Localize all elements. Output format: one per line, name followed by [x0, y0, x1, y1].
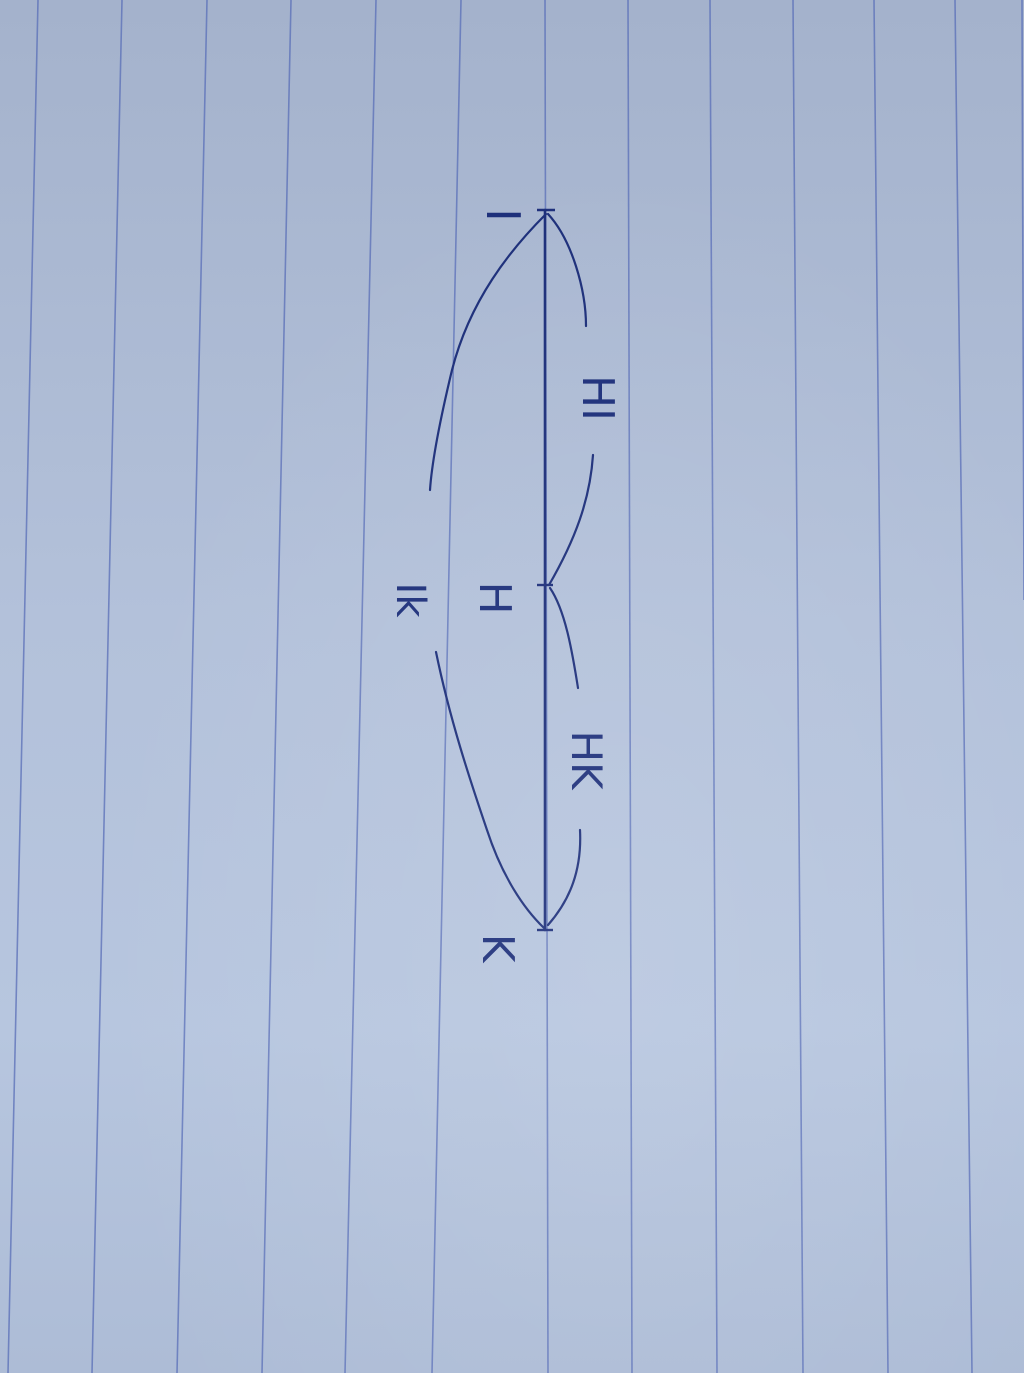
ik-brace-upper	[428, 212, 548, 492]
segment-label-hk: HK	[562, 730, 611, 791]
hi-brace-upper	[546, 212, 588, 328]
hi-brace-lower	[547, 453, 595, 587]
point-label-k: K	[472, 934, 523, 964]
ik-brace-lower	[434, 650, 546, 930]
point-label-i: I	[476, 208, 530, 222]
segment-label-ik: Ik	[387, 583, 433, 619]
hk-brace-lower	[546, 828, 582, 927]
point-label-h: H	[469, 581, 520, 614]
hk-brace-upper	[548, 586, 580, 690]
segment-label-hi: HI	[572, 375, 623, 421]
